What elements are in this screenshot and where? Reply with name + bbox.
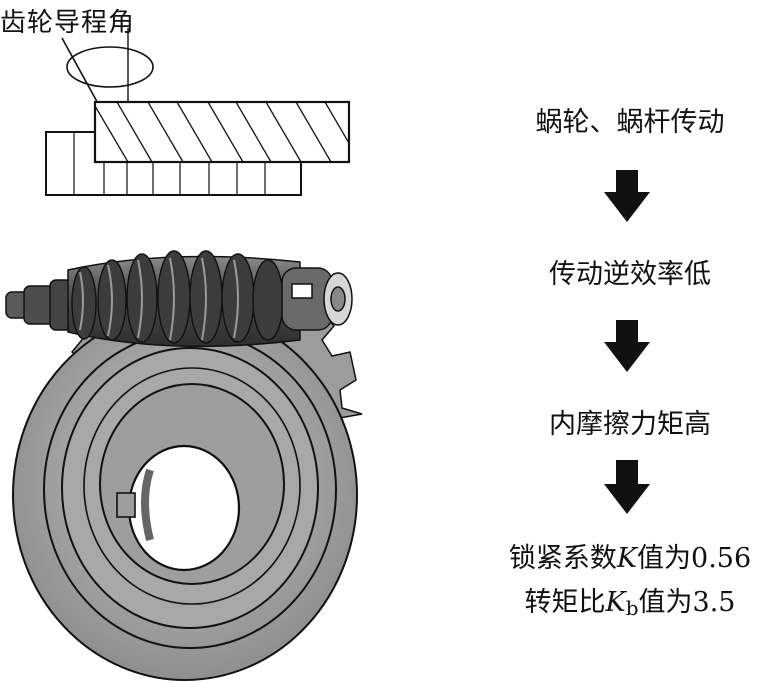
flow-step-locking-coefficient: 锁紧系数K值为0.56: [505, 542, 755, 576]
locking-suffix: 值为0.56: [637, 543, 752, 574]
torque-subscript: b: [625, 596, 639, 620]
down-arrow-icon-1: [604, 170, 650, 222]
angle-ellipse: [66, 46, 154, 88]
flow-step-low-reverse-efficiency: 传动逆效率低: [549, 259, 711, 290]
flow-step-high-friction-torque: 内摩擦力矩高: [549, 409, 711, 440]
torque-suffix: 值为3.5: [638, 587, 736, 618]
flow-step-worm-drive: 蜗轮、蜗杆传动: [535, 107, 725, 138]
gear-lead-angle-label: 齿轮导程角: [0, 8, 136, 38]
locking-variable: K: [616, 543, 638, 574]
locking-prefix: 锁紧系数: [508, 543, 617, 574]
flow-step-torque-ratio: 转矩比Kb值为3.5: [505, 586, 755, 625]
upper-rack: [93, 100, 351, 164]
keyway: [116, 492, 136, 518]
worm-shaft: [5, 250, 353, 348]
down-arrow-icon-2: [604, 320, 650, 372]
down-arrow-icon-3: [604, 460, 650, 514]
torque-variable: K: [605, 587, 626, 618]
torque-prefix: 转矩比: [524, 587, 606, 618]
